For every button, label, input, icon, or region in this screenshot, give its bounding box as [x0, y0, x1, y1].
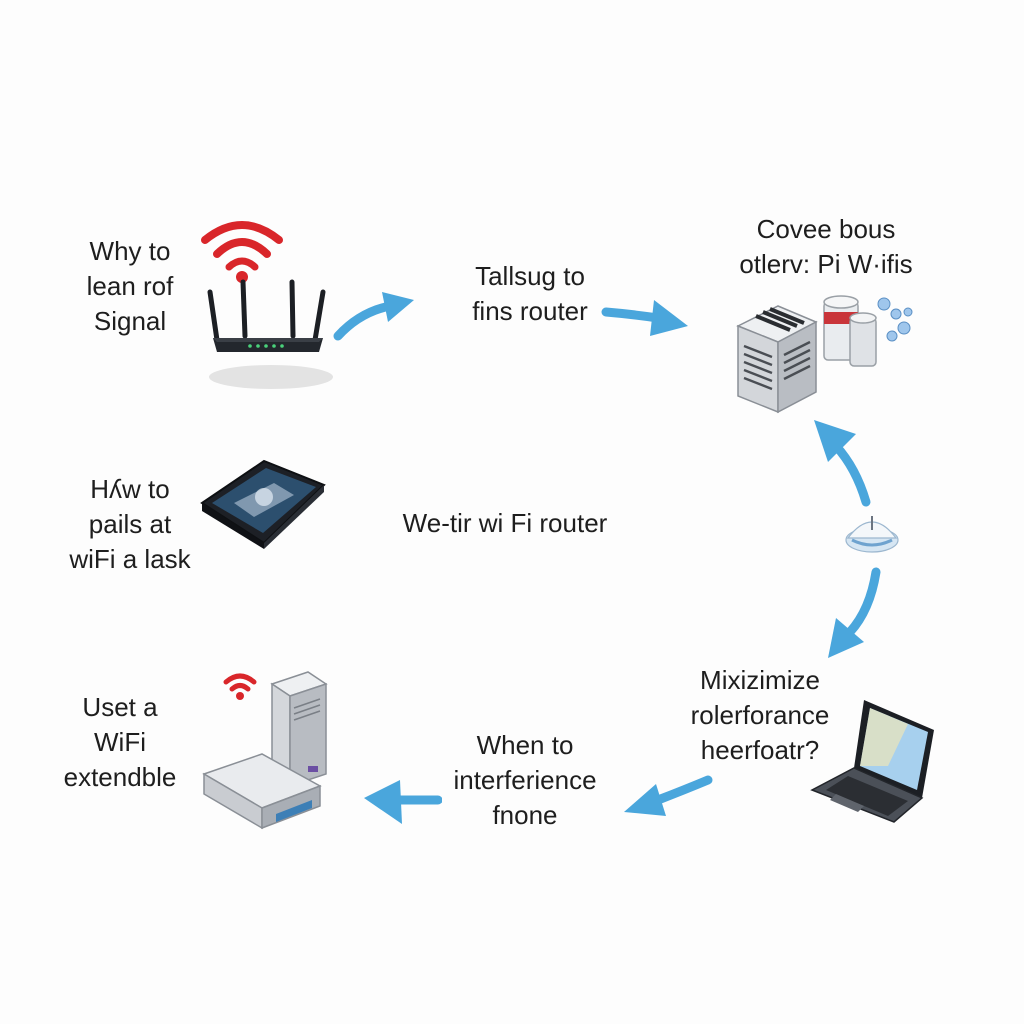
wifi-router-icon [201, 221, 333, 389]
label-interference: When to interferience fnone [430, 728, 620, 833]
arrow-talking-to-server [601, 300, 688, 336]
tablet-icon [200, 459, 326, 549]
label-line: pails at [88, 509, 172, 539]
label-line: When to [476, 730, 574, 760]
arrow-sensor-to-server [814, 420, 871, 507]
server-icon [736, 305, 818, 414]
label-talking-router: Tallsug to fins router [430, 259, 630, 329]
label-line: lean rof [86, 271, 174, 301]
label-line: otlerv: Pi W·ifis [739, 249, 913, 279]
canister-icon [823, 295, 913, 367]
label-cove-wifis: Covee bous otlerv: Pi W·ifis [706, 212, 946, 282]
arrow-interference-to-extender [364, 780, 442, 824]
label-line: heerfoatr? [700, 735, 820, 765]
label-line: Why to [89, 236, 171, 266]
label-line: rolerforance [690, 700, 830, 730]
label-extender: Uset a WiFi extendble [50, 690, 190, 795]
wifi-extender-icon [202, 671, 328, 830]
label-line: WiFi [94, 727, 146, 757]
label-line: Uset a [82, 692, 158, 722]
label-line: interferience [453, 765, 597, 795]
arrow-router-to-talking [333, 292, 414, 341]
label-line: extendble [63, 762, 177, 792]
dome-sensor-icon [845, 516, 899, 553]
label-how-task: Hʎw to pails at wiFi a lask [50, 472, 210, 577]
arrow-sensor-to-laptop [828, 567, 881, 658]
label-center-router: We-tir wi Fi router [380, 506, 630, 541]
label-line: Hʎw to [90, 474, 170, 504]
arrow-laptop-to-interference [624, 775, 713, 816]
label-line: wiFi a lask [69, 544, 191, 574]
label-line: Covee bous [756, 214, 896, 244]
label-line: fnone [492, 800, 558, 830]
label-why-signal: Why to lean rof Signal [70, 234, 190, 339]
label-line: Tallsug to [475, 261, 585, 291]
label-line: fins router [472, 296, 588, 326]
label-line: Signal [93, 306, 167, 336]
label-line: We-tir wi Fi router [402, 508, 608, 538]
label-line: Mixizimize [700, 665, 820, 695]
laptop-icon [810, 700, 934, 823]
label-maximize: Mixizimize rolerforance heerfoatr? [672, 663, 848, 768]
